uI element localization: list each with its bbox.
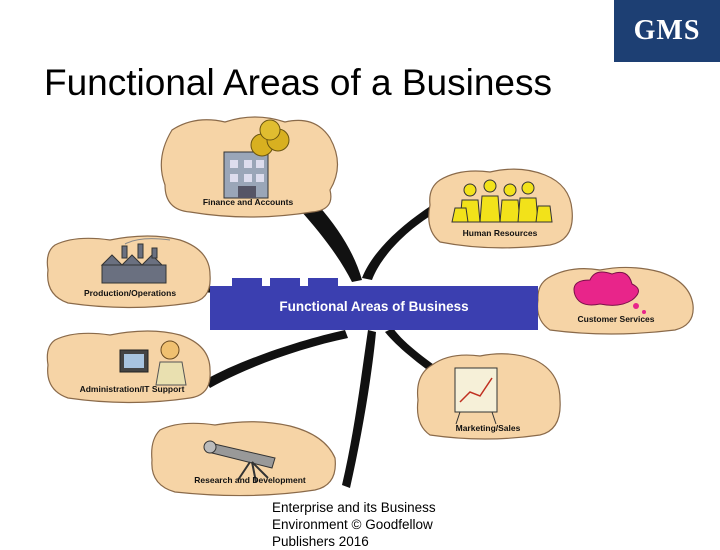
center-node: Functional Areas of Business bbox=[210, 278, 538, 330]
branch-finance bbox=[300, 205, 362, 282]
admin-illustration bbox=[119, 340, 187, 386]
branch-research bbox=[342, 330, 376, 488]
node-label-hr: Human Resources bbox=[463, 228, 538, 238]
factory-illustration bbox=[100, 238, 171, 284]
slide-title: Functional Areas of a Business bbox=[44, 62, 553, 103]
gms-logo: GMS bbox=[614, 0, 720, 62]
branch-admin bbox=[205, 330, 348, 388]
footer-line-3: Publishers 2016 bbox=[272, 534, 369, 549]
node-label-marketing: Marketing/Sales bbox=[456, 423, 521, 433]
node-label-customer: Customer Services bbox=[577, 314, 654, 324]
hr-illustration bbox=[451, 179, 553, 223]
footer-line-2: Environment © Goodfellow bbox=[272, 517, 433, 532]
node-label-research: Research and Development bbox=[194, 475, 306, 485]
chart-board-illustration bbox=[454, 367, 498, 425]
footer-line-1: Enterprise and its Business bbox=[272, 500, 436, 515]
node-label-production: Production/Operations bbox=[84, 288, 176, 298]
center-label: Functional Areas of Business bbox=[279, 299, 468, 314]
thought-bubble-illustration bbox=[573, 271, 646, 314]
finance-illustration bbox=[223, 119, 290, 199]
footer-credit: Enterprise and its Business Environment … bbox=[272, 499, 472, 550]
branch-hr bbox=[362, 205, 440, 280]
node-label-finance: Finance and Accounts bbox=[203, 197, 294, 207]
telescope-illustration bbox=[203, 440, 276, 483]
node-label-admin: Administration/IT Support bbox=[80, 384, 185, 394]
